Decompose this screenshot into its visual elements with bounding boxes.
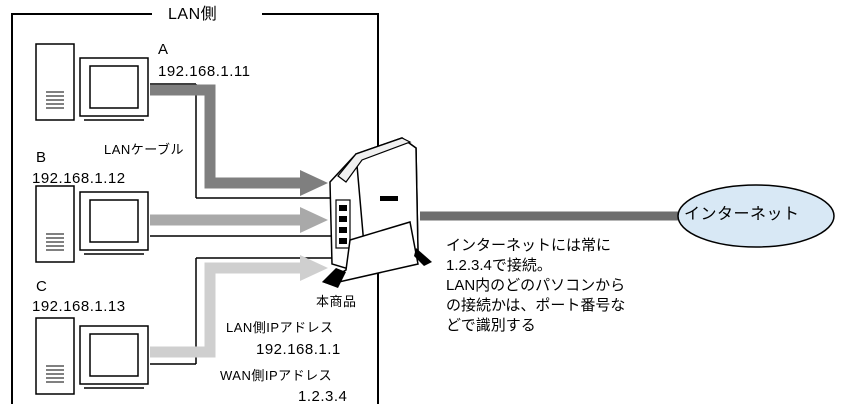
pc-a-name: A: [158, 41, 169, 58]
pc-b-tower-vents: [46, 233, 64, 251]
pc-c-name: C: [36, 278, 48, 295]
pc-a-ip: 192.168.1.11: [158, 63, 251, 80]
arrow-a-head: [300, 170, 328, 196]
note-line-3: LAN内のどのパソコンから: [446, 277, 626, 294]
router-port-slots: [339, 205, 347, 244]
pc-c-tower-vents: [46, 365, 64, 383]
router-logo: [380, 196, 398, 201]
internet-label: インターネット: [684, 206, 800, 223]
pc-b-name: B: [36, 149, 47, 166]
internet-ellipse: [677, 184, 835, 248]
router-name: 本商品: [316, 294, 357, 309]
note-line-2: 1.2.3.4で接続。: [446, 257, 552, 274]
pc-a-tower: [35, 43, 75, 121]
note-line-1: インターネットには常に: [446, 237, 612, 254]
router-wan-ip: 1.2.3.4: [298, 388, 348, 405]
arrow-b: [150, 207, 328, 233]
pc-b-ip: 192.168.1.12: [32, 170, 126, 187]
pc-a-screen: [89, 65, 139, 109]
pc-c-screen: [89, 333, 139, 377]
router-lan-ip: 192.168.1.1: [256, 341, 341, 358]
pc-b-graphic: [35, 185, 149, 263]
router-graphic: [322, 137, 432, 288]
router-top: [337, 137, 412, 183]
lan-boundary-frame: [11, 13, 379, 404]
router-ports: [335, 199, 351, 249]
router-stand-foot: [322, 268, 346, 288]
arrow-c-head: [300, 255, 328, 281]
note-line-5: どで識別する: [446, 317, 536, 334]
lan-area-title: LAN側: [168, 6, 218, 23]
arrow-a-shaft: [150, 84, 300, 189]
arrow-c: [150, 255, 328, 358]
arrow-c-shaft: [150, 262, 300, 358]
pc-b-screen: [89, 199, 139, 243]
pc-c-graphic: [35, 317, 149, 395]
router-stand-foot-right: [414, 248, 432, 266]
pc-c-ip: 192.168.1.13: [32, 298, 126, 315]
router-wan-ip-label: WAN側IPアドレス: [220, 368, 333, 383]
pc-b-tower: [35, 185, 75, 263]
note-line-4: の接続かは、ポート番号な: [446, 297, 626, 314]
arrow-b-head: [300, 207, 328, 233]
pc-a-graphic: [35, 43, 149, 121]
note-text: インターネットには常に 1.2.3.4で接続。 LAN内のどのパソコンから の接…: [446, 236, 625, 336]
pc-c-tower: [35, 317, 75, 395]
pc-a-tower-vents: [46, 91, 64, 109]
cable-label: LANケーブル: [104, 142, 185, 157]
router-lan-ip-label: LAN側IPアドレス: [226, 320, 334, 335]
arrow-a: [150, 84, 328, 196]
